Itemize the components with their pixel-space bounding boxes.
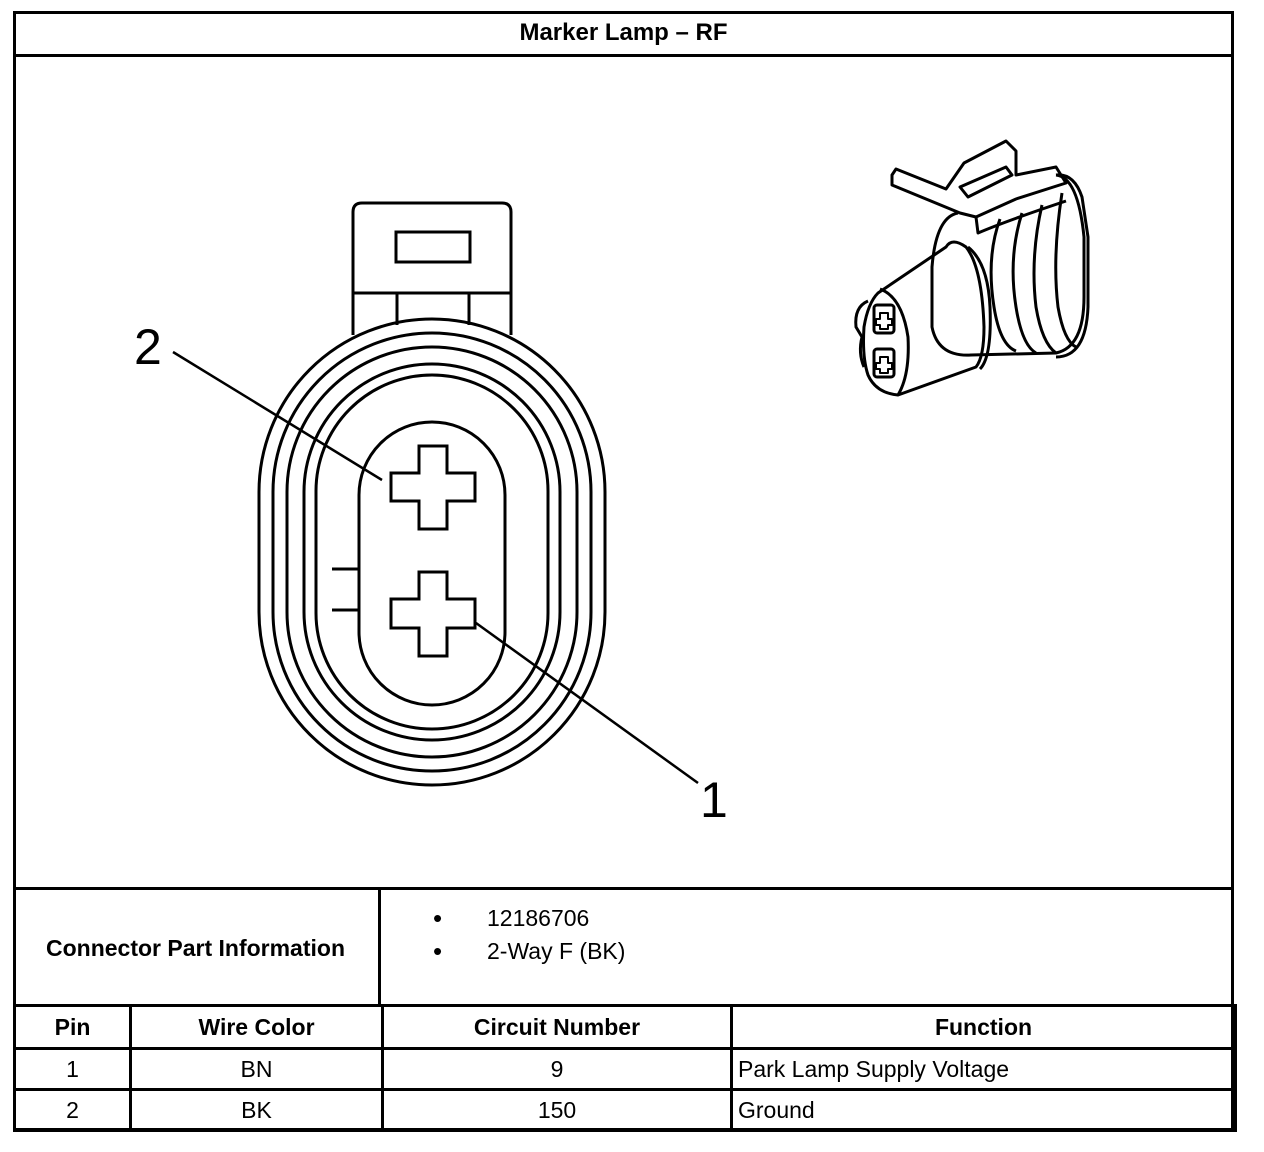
connector-part-information: Connector Part Information • 12186706 • … [13, 887, 1234, 1007]
connector-info-list: • 12186706 • 2-Way F (BK) [381, 890, 1234, 1007]
connector-description: 2-Way F (BK) [487, 937, 626, 964]
pin-2-terminal [389, 444, 477, 531]
cell-pin: 1 [13, 1047, 132, 1091]
cell-circuit-number: 9 [381, 1047, 733, 1091]
cell-wire-color: BK [129, 1088, 384, 1132]
table-row: 2 BK 150 Ground [13, 1088, 1237, 1132]
header-pin: Pin [13, 1004, 132, 1050]
table-row: 1 BN 9 Park Lamp Supply Voltage [13, 1047, 1237, 1091]
cell-pin: 2 [13, 1088, 132, 1132]
cell-function: Ground [730, 1088, 1237, 1132]
cell-circuit-number: 150 [381, 1088, 733, 1132]
pin-1-leader [475, 621, 699, 785]
connector-outer-shell [257, 317, 607, 787]
table-header-row: Pin Wire Color Circuit Number Function [13, 1004, 1237, 1050]
header-wire-color: Wire Color [129, 1004, 384, 1050]
pin-2-leader [172, 350, 383, 482]
connector-cavity [357, 420, 507, 707]
header-function: Function [730, 1004, 1237, 1050]
page-title: Marker Lamp – RF [13, 11, 1234, 57]
part-number: 12186706 [487, 904, 590, 931]
bullet-icon: • [433, 902, 443, 933]
latch-window [394, 230, 472, 264]
connector-latch [351, 201, 513, 335]
callout-pin-2: 2 [134, 319, 162, 375]
pin-table: Pin Wire Color Circuit Number Function 1… [13, 1004, 1237, 1132]
callout-pin-1: 1 [700, 772, 728, 828]
connector-info-label: Connector Part Information [13, 890, 381, 1007]
header-circuit-number: Circuit Number [381, 1004, 733, 1050]
cell-wire-color: BN [129, 1047, 384, 1091]
connector-diagram: 2 1 [16, 57, 1231, 887]
connector-3d-view [854, 139, 1090, 397]
pin-1-terminal [389, 570, 477, 658]
bullet-icon: • [433, 935, 443, 966]
cell-function: Park Lamp Supply Voltage [730, 1047, 1237, 1091]
connector-drawing: 2 1 [134, 139, 1090, 828]
